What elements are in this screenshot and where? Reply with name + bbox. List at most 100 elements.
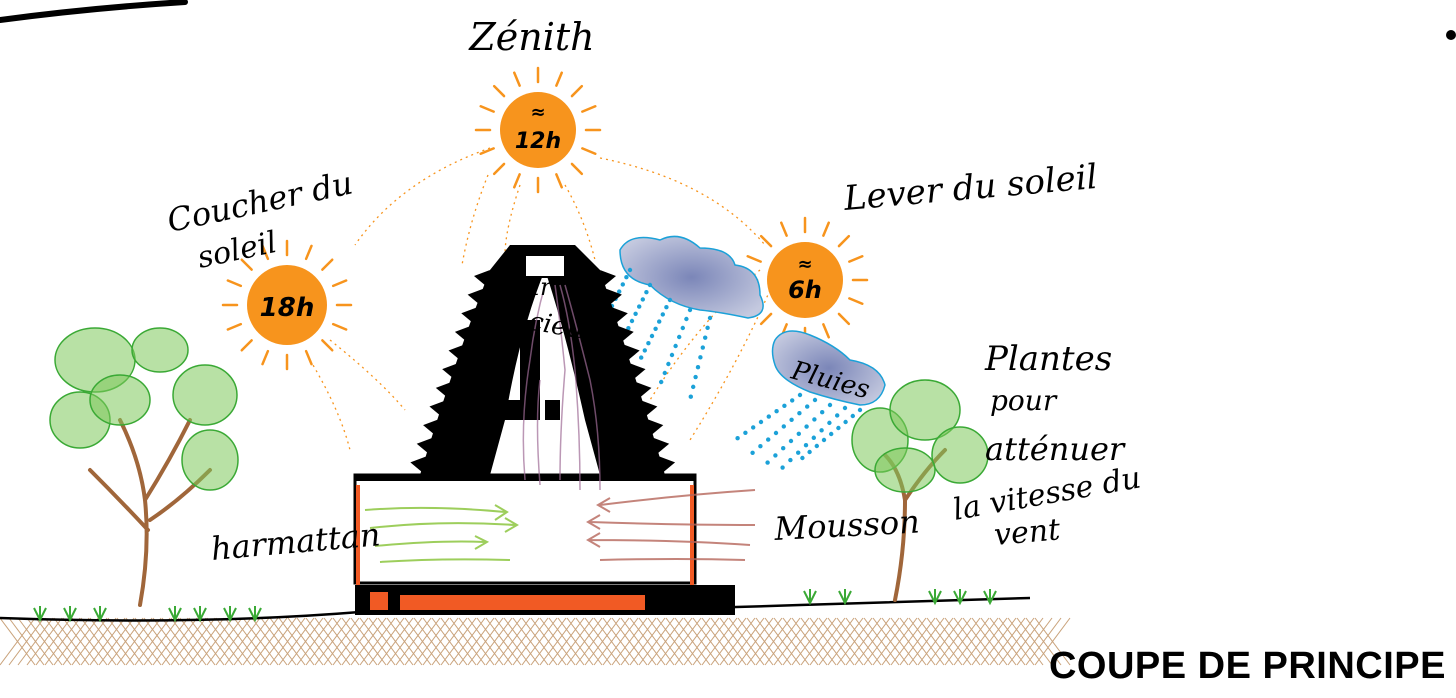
sun-ray <box>759 312 773 326</box>
rain-drop <box>673 343 678 349</box>
rain-drop <box>617 289 622 294</box>
rain-drop <box>857 407 863 413</box>
top-left-stroke <box>0 0 188 23</box>
sun-ray <box>822 221 830 237</box>
ridge-vent <box>524 254 566 278</box>
rain-drop <box>659 379 664 385</box>
grass-tuft <box>93 606 107 623</box>
tree-right <box>851 379 989 602</box>
rain-drop <box>677 334 682 340</box>
rain-drop <box>707 315 713 321</box>
rain-drop <box>758 444 763 449</box>
roof-tooth <box>623 344 640 361</box>
rain-drop <box>637 304 642 309</box>
sun-sunrise-time-prefix: ≈ <box>797 254 812 275</box>
rain-drop <box>835 413 840 418</box>
roof-tooth <box>641 400 658 417</box>
rain-drop <box>642 348 647 353</box>
roof-tooth <box>423 419 440 436</box>
sun-ray <box>479 105 495 113</box>
building <box>353 245 735 615</box>
sun-ray <box>513 173 521 189</box>
sunset-label-line2: soleil <box>194 225 280 276</box>
rain-drop <box>700 345 705 350</box>
sun-ray <box>759 234 773 248</box>
sun-ray <box>780 221 788 237</box>
sun-sunrise-time: 6h <box>788 276 822 304</box>
sun-ray <box>848 297 864 305</box>
rain-drop <box>735 436 740 441</box>
sun-ray <box>321 339 334 352</box>
rain-drop <box>800 455 805 461</box>
roof-tooth <box>442 363 459 380</box>
grass-tufts <box>33 589 997 623</box>
rain-drop <box>657 319 662 324</box>
sun-ray <box>479 147 495 155</box>
rain-drop <box>649 333 655 339</box>
sun-ray <box>261 244 270 261</box>
sun-ray <box>304 244 313 261</box>
grass-tuft <box>838 589 852 606</box>
grass-tuft <box>193 606 207 623</box>
rain-drop <box>640 297 645 302</box>
top-right-dot <box>1446 30 1456 40</box>
rain-drop <box>829 431 834 437</box>
sun-sunset: 18h <box>221 239 353 371</box>
rain-drop <box>796 431 801 436</box>
rain-drop <box>797 411 802 416</box>
sun-ray <box>240 339 253 352</box>
sunrise-label: Lever du soleil <box>841 157 1099 219</box>
rain-drop <box>797 392 803 398</box>
roof-tooth <box>653 437 670 454</box>
rain-drop <box>827 402 833 408</box>
ground-hatch <box>0 617 1071 666</box>
harmattan-arrows <box>364 504 519 563</box>
rain-drop <box>812 397 818 403</box>
sun-ray <box>570 84 584 98</box>
grass-tuft <box>63 606 77 623</box>
sun-sunrise: ≈ 6h <box>741 216 869 344</box>
rain-drop <box>680 325 685 331</box>
roof-tooth <box>410 456 427 473</box>
sun-ray <box>261 349 270 366</box>
rain-drop <box>633 311 638 316</box>
rain-drop <box>639 355 644 360</box>
roof-tooth <box>467 288 484 305</box>
cloud-upper <box>619 235 764 319</box>
rain-drop <box>684 316 689 322</box>
rain-drop <box>804 424 809 429</box>
rain-drop <box>743 430 748 435</box>
rain-drop <box>624 275 629 280</box>
rain-drop <box>667 297 673 303</box>
rain-drop <box>842 405 848 411</box>
rain-drop <box>811 435 816 440</box>
sun-ray <box>555 173 563 189</box>
rain-drop <box>750 450 755 455</box>
roof-tooth <box>617 325 634 342</box>
rain-drop <box>827 420 832 426</box>
sun-zenith-time: 12h <box>515 129 561 154</box>
rain-drop <box>653 326 658 331</box>
rain-drop <box>843 419 848 425</box>
rain-drop <box>629 318 635 324</box>
rain-drop <box>703 335 708 340</box>
rain-drop <box>781 424 786 429</box>
rain-drop <box>788 457 793 463</box>
sun-ray <box>581 147 597 155</box>
rain-drop <box>660 312 665 317</box>
rain-drop <box>790 398 795 403</box>
rain-drop <box>620 282 625 287</box>
sun-ray <box>822 323 830 339</box>
roof-tooth <box>659 456 676 473</box>
rain-drop <box>796 450 801 455</box>
roof-tooth <box>647 419 664 436</box>
rain-drop <box>691 384 696 390</box>
roof-tooth <box>605 288 622 305</box>
roof-tooth <box>454 325 471 342</box>
rain-drop <box>669 352 675 358</box>
roof-tooth <box>416 437 433 454</box>
rain-drop <box>662 370 667 376</box>
rain-drop <box>644 290 649 295</box>
rain-drop <box>705 325 710 331</box>
rain-drop <box>789 417 794 422</box>
